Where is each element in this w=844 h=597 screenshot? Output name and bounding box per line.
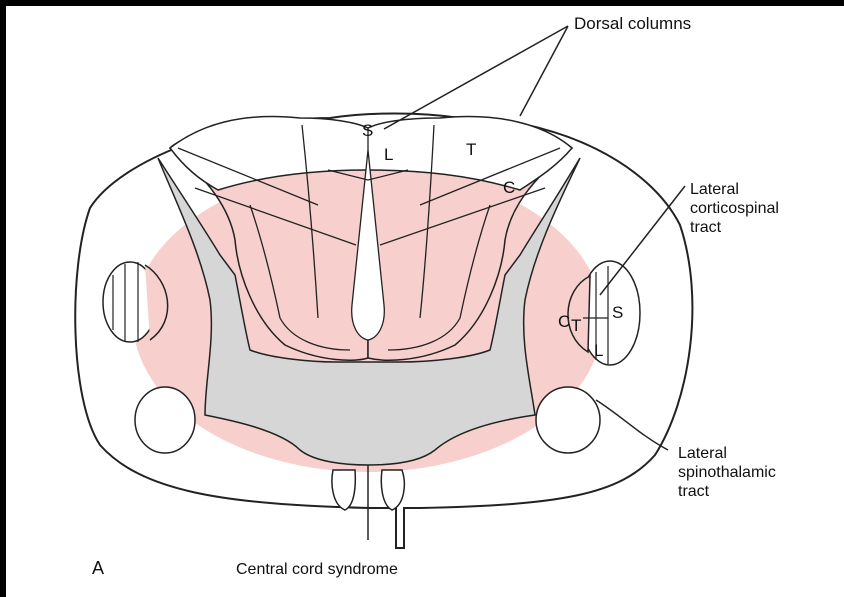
lateral-corticospinal-label: Lateral corticospinal tract (690, 180, 779, 238)
dorsal-segment-s: S (362, 121, 373, 140)
lateral-segment-l: L (594, 341, 603, 360)
lateral-spinothalamic-tract-right (536, 387, 600, 453)
lateral-spinothalamic-tract-left (135, 387, 195, 453)
figure-caption: Central cord syndrome (236, 560, 398, 579)
panel-letter: A (92, 558, 104, 580)
lateral-segment-c: C (558, 312, 570, 331)
lateral-spinothalamic-label: Lateral spinothalamic tract (678, 444, 776, 502)
dorsal-segment-t: T (466, 140, 476, 159)
dorsal-segment-l: L (384, 145, 393, 164)
dorsal-columns-label: Dorsal columns (574, 14, 691, 34)
lateral-segment-s: S (612, 303, 623, 322)
lateral-segment-t: T (571, 316, 581, 335)
dorsal-segment-c: C (503, 178, 515, 197)
